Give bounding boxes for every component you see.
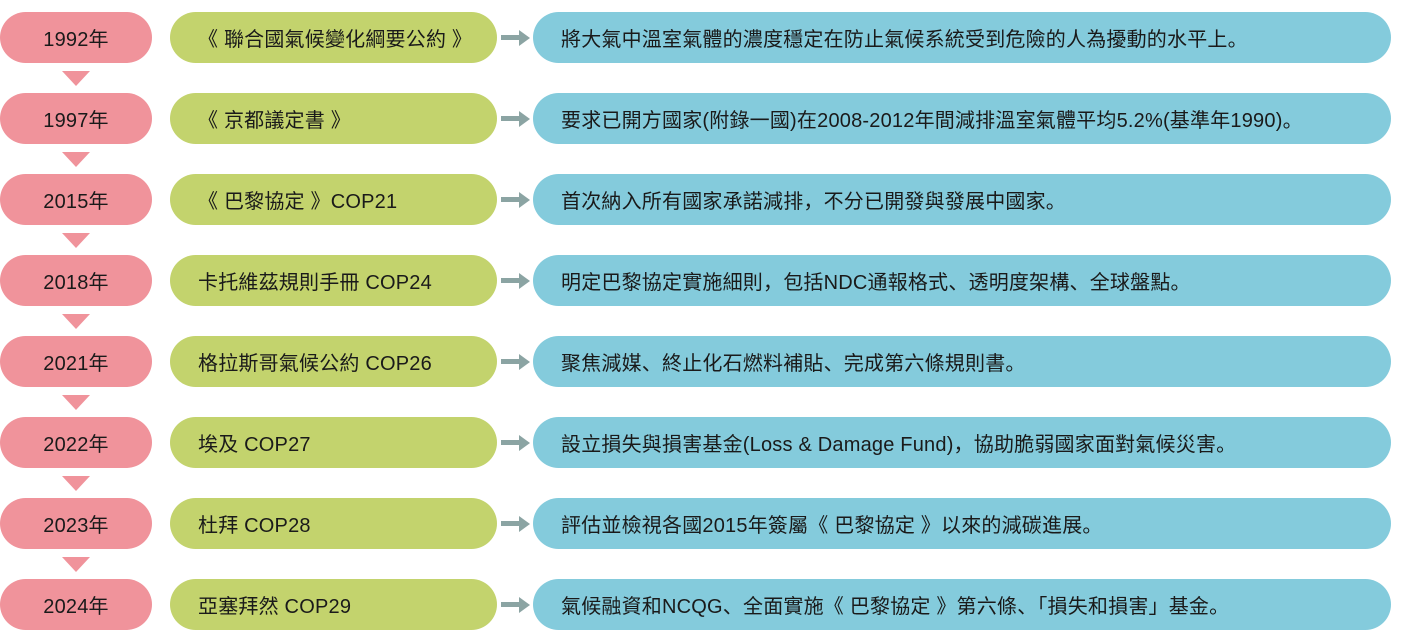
- timeline-row: 1992年 《 聯合國氣候變化綱要公約 》 將大氣中溫室氣體的濃度穩定在防止氣候…: [0, 12, 1405, 63]
- event-box: 格拉斯哥氣候公約 COP26: [170, 336, 497, 387]
- down-arrow-icon: [62, 556, 90, 572]
- timeline-row: 2018年 卡托維茲規則手冊 COP24 明定巴黎協定實施細則，包括NDC通報格…: [0, 255, 1405, 306]
- right-arrow-icon: [497, 12, 533, 63]
- arrow-head: [518, 353, 530, 370]
- timeline-row: 2021年 格拉斯哥氣候公約 COP26 聚焦減媒、終止化石燃料補貼、完成第六條…: [0, 336, 1405, 387]
- right-arrow-icon: [497, 417, 533, 468]
- arrow-head: [518, 596, 530, 613]
- description-box: 要求已開方國家(附錄一國)在2008-2012年間減排溫室氣體平均5.2%(基準…: [533, 93, 1391, 144]
- year-pill: 2023年: [0, 498, 152, 549]
- row-spacer: [0, 387, 1405, 417]
- arrow-head: [518, 272, 530, 289]
- year-pill: 2022年: [0, 417, 152, 468]
- down-arrow-icon: [62, 394, 90, 410]
- timeline-row: 1997年 《 京都議定書 》 要求已開方國家(附錄一國)在2008-2012年…: [0, 93, 1405, 144]
- column-gap: [152, 336, 170, 387]
- right-arrow-icon: [497, 255, 533, 306]
- arrow-shaft: [500, 440, 519, 445]
- year-pill: 1992年: [0, 12, 152, 63]
- description-box: 首次納入所有國家承諾減排，不分已開發與發展中國家。: [533, 174, 1391, 225]
- column-gap: [152, 174, 170, 225]
- right-arrow-icon: [497, 336, 533, 387]
- description-box: 氣候融資和NCQG、全面實施《 巴黎協定 》第六條、「損失和損害」基金。: [533, 579, 1391, 630]
- event-box: 《 聯合國氣候變化綱要公約 》: [170, 12, 497, 63]
- down-arrow-icon: [62, 313, 90, 329]
- year-pill: 2021年: [0, 336, 152, 387]
- row-spacer: [0, 468, 1405, 498]
- row-spacer: [0, 225, 1405, 255]
- year-pill: 2018年: [0, 255, 152, 306]
- row-spacer: [0, 63, 1405, 93]
- arrow-shaft: [500, 278, 519, 283]
- arrow-shaft: [500, 521, 519, 526]
- year-pill: 2015年: [0, 174, 152, 225]
- down-arrow-icon: [62, 151, 90, 167]
- down-arrow-icon: [62, 70, 90, 86]
- column-gap: [152, 12, 170, 63]
- arrow-head: [518, 515, 530, 532]
- arrow-head: [518, 434, 530, 451]
- timeline-row: 2024年 亞塞拜然 COP29 氣候融資和NCQG、全面實施《 巴黎協定 》第…: [0, 579, 1405, 630]
- down-arrow-icon: [62, 232, 90, 248]
- year-pill: 1997年: [0, 93, 152, 144]
- timeline-row: 2023年 杜拜 COP28 評估並檢視各國2015年簽屬《 巴黎協定 》以來的…: [0, 498, 1405, 549]
- right-arrow-icon: [497, 174, 533, 225]
- right-arrow-icon: [497, 498, 533, 549]
- description-box: 明定巴黎協定實施細則，包括NDC通報格式、透明度架構、全球盤點。: [533, 255, 1391, 306]
- event-box: 亞塞拜然 COP29: [170, 579, 497, 630]
- column-gap: [152, 417, 170, 468]
- right-arrow-icon: [497, 579, 533, 630]
- arrow-shaft: [500, 116, 519, 121]
- year-pill: 2024年: [0, 579, 152, 630]
- down-arrow-icon: [62, 475, 90, 491]
- description-box: 設立損失與損害基金(Loss & Damage Fund)，協助脆弱國家面對氣候…: [533, 417, 1391, 468]
- event-box: 埃及 COP27: [170, 417, 497, 468]
- timeline-row: 2022年 埃及 COP27 設立損失與損害基金(Loss & Damage F…: [0, 417, 1405, 468]
- description-box: 評估並檢視各國2015年簽屬《 巴黎協定 》以來的減碳進展。: [533, 498, 1391, 549]
- arrow-shaft: [500, 197, 519, 202]
- description-box: 將大氣中溫室氣體的濃度穩定在防止氣候系統受到危險的人為擾動的水平上。: [533, 12, 1391, 63]
- column-gap: [152, 93, 170, 144]
- event-box: 《 巴黎協定 》COP21: [170, 174, 497, 225]
- event-box: 卡托維茲規則手冊 COP24: [170, 255, 497, 306]
- arrow-head: [518, 29, 530, 46]
- event-box: 杜拜 COP28: [170, 498, 497, 549]
- arrow-shaft: [500, 35, 519, 40]
- event-box: 《 京都議定書 》: [170, 93, 497, 144]
- row-spacer: [0, 549, 1405, 579]
- row-spacer: [0, 144, 1405, 174]
- arrow-shaft: [500, 359, 519, 364]
- row-spacer: [0, 306, 1405, 336]
- arrow-head: [518, 191, 530, 208]
- right-arrow-icon: [497, 93, 533, 144]
- column-gap: [152, 498, 170, 549]
- column-gap: [152, 579, 170, 630]
- description-box: 聚焦減媒、終止化石燃料補貼、完成第六條規則書。: [533, 336, 1391, 387]
- arrow-shaft: [500, 602, 519, 607]
- timeline-row: 2015年 《 巴黎協定 》COP21 首次納入所有國家承諾減排，不分已開發與發…: [0, 174, 1405, 225]
- arrow-head: [518, 110, 530, 127]
- column-gap: [152, 255, 170, 306]
